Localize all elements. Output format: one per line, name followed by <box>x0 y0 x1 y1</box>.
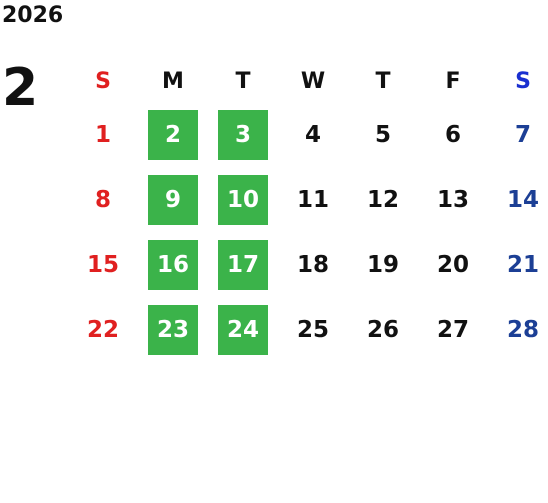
weekday-sunday: S <box>95 68 111 94</box>
day-cell[interactable]: 6 <box>444 121 461 148</box>
highlighted-day: 16 <box>148 239 198 290</box>
month-number: 2 <box>2 58 39 118</box>
day-cell[interactable]: 18 <box>296 251 329 278</box>
day-cell[interactable]: 27 <box>436 316 469 343</box>
day-cell[interactable]: 26 <box>366 316 399 343</box>
day-cell[interactable]: 1 <box>94 121 111 148</box>
weekday-tuesday: T <box>235 68 251 94</box>
day-cell[interactable]: 25 <box>296 316 329 343</box>
day-cell[interactable]: 15 <box>86 251 119 278</box>
weekday-wednesday: W <box>300 68 326 94</box>
highlighted-day: 2 <box>148 109 198 160</box>
day-cell[interactable]: 10 <box>208 167 278 232</box>
day-cell[interactable]: 7 <box>514 121 531 148</box>
weekday-monday: M <box>162 68 184 94</box>
day-cell[interactable]: 20 <box>436 251 469 278</box>
day-cell[interactable]: 24 <box>208 297 278 362</box>
day-cell[interactable]: 5 <box>374 121 391 148</box>
weekday-saturday: S <box>515 68 531 94</box>
day-cell[interactable]: 8 <box>94 186 111 213</box>
day-cell[interactable]: 28 <box>506 316 539 343</box>
day-cell[interactable]: 17 <box>208 232 278 297</box>
day-cell[interactable]: 14 <box>506 186 539 213</box>
day-cell[interactable]: 22 <box>86 316 119 343</box>
day-cell[interactable]: 21 <box>506 251 539 278</box>
day-cell[interactable]: 9 <box>138 167 208 232</box>
highlighted-day: 10 <box>218 174 268 225</box>
highlighted-day: 17 <box>218 239 268 290</box>
highlighted-day: 3 <box>218 109 268 160</box>
highlighted-day: 24 <box>218 304 268 355</box>
highlighted-day: 23 <box>148 304 198 355</box>
day-cell[interactable]: 11 <box>296 186 329 213</box>
day-cell[interactable]: 2 <box>138 102 208 167</box>
day-cell[interactable]: 23 <box>138 297 208 362</box>
calendar-grid: S M T W T F S 1 2 3 4 5 6 7 8 9 10 11 12… <box>68 60 548 362</box>
day-cell[interactable]: 3 <box>208 102 278 167</box>
year-label: 2026 <box>2 3 64 28</box>
day-cell[interactable]: 4 <box>304 121 321 148</box>
day-cell[interactable]: 16 <box>138 232 208 297</box>
day-cell[interactable]: 19 <box>366 251 399 278</box>
weekday-thursday: T <box>375 68 391 94</box>
day-cell[interactable]: 13 <box>436 186 469 213</box>
day-cell[interactable]: 12 <box>366 186 399 213</box>
weekday-friday: F <box>445 68 461 94</box>
highlighted-day: 9 <box>148 174 198 225</box>
